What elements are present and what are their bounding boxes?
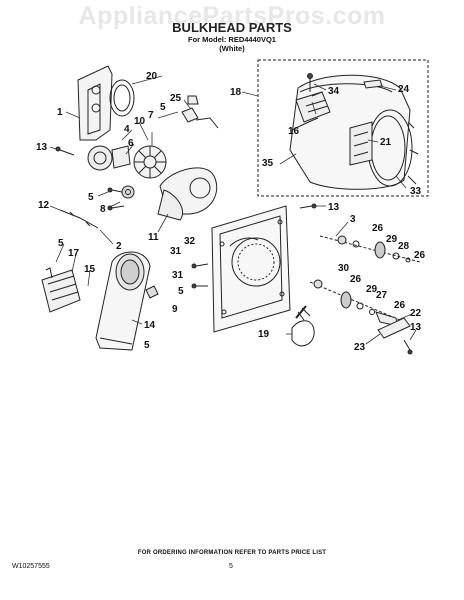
callout-31b: 31 (172, 270, 184, 281)
callout-17: 17 (68, 248, 80, 259)
drum-clip (363, 79, 383, 89)
callout-26c: 26 (350, 274, 362, 285)
callout-10: 10 (134, 116, 146, 127)
callout-18: 18 (230, 87, 242, 98)
callout-28: 28 (398, 241, 410, 252)
callout-33: 33 (410, 186, 422, 197)
front-bulkhead-panel (77, 65, 113, 141)
watermark: AppliancePartsPros.com (78, 2, 386, 30)
color-line: (White) (219, 44, 245, 53)
callout-8: 8 (100, 204, 106, 215)
callout-3: 3 (350, 214, 356, 225)
callout-20: 20 (146, 71, 158, 82)
callout-16: 16 (288, 126, 300, 137)
callout-5e: 5 (144, 340, 150, 351)
bulkhead-screws (191, 203, 317, 289)
drum-group-box (257, 59, 429, 197)
lint-duct-clips (181, 95, 219, 129)
callout-11: 11 (148, 232, 159, 243)
blower-seal (87, 145, 131, 171)
callout-15: 15 (84, 264, 96, 275)
page-number: 5 (229, 563, 233, 570)
callout-27: 27 (376, 290, 388, 301)
drum (289, 74, 419, 190)
callout-29a: 29 (386, 234, 398, 245)
callout-5b: 5 (88, 192, 94, 203)
roller-assembly-lower (309, 279, 401, 327)
callout-34: 34 (328, 86, 340, 97)
callout-23: 23 (354, 342, 366, 353)
rear-bulkhead (211, 205, 291, 333)
support-bracket (377, 317, 413, 355)
callout-5a: 5 (160, 102, 166, 113)
callout-9: 9 (172, 304, 178, 315)
callout-21: 21 (380, 137, 392, 148)
callout-13a: 13 (36, 142, 48, 153)
blower-housing (157, 167, 218, 221)
callout-5d: 5 (178, 286, 184, 297)
callout-labels: 1 2 3 4 5 5 5 5 5 6 7 8 9 10 11 12 13 13… (36, 71, 426, 353)
thermal-fuse-harness (291, 305, 315, 347)
roller-assembly-upper (319, 235, 421, 263)
callout-19: 19 (258, 329, 270, 340)
leader-lines (49, 75, 417, 345)
door-seal-gasket (109, 79, 135, 117)
drum-screw (307, 73, 313, 92)
thermostat (121, 185, 135, 199)
callout-22: 22 (410, 308, 422, 319)
callout-13b: 13 (328, 202, 340, 213)
ordering-note: FOR ORDERING INFORMATION REFER TO PARTS … (137, 550, 327, 556)
callout-5c: 5 (58, 238, 64, 249)
callout-2: 2 (116, 241, 122, 252)
small-screws-left (55, 146, 125, 211)
callout-4: 4 (124, 124, 130, 135)
callout-24: 24 (398, 84, 410, 95)
callout-31a: 31 (170, 246, 182, 257)
callout-26b: 26 (414, 250, 426, 261)
callout-25: 25 (170, 93, 182, 104)
callout-26d: 26 (394, 300, 406, 311)
callout-14: 14 (144, 320, 156, 331)
callout-30: 30 (338, 263, 350, 274)
callout-29b: 29 (366, 284, 378, 295)
callout-1: 1 (57, 107, 63, 118)
exhaust-duct (95, 251, 151, 351)
model-info: For Model: RED4440VQ1 (White) (0, 35, 464, 53)
callout-6: 6 (128, 138, 134, 149)
hose-clamp (59, 209, 99, 229)
page-title: BULKHEAD PARTS (172, 20, 292, 35)
callout-35: 35 (262, 158, 274, 169)
callout-7: 7 (148, 110, 154, 121)
callout-26a: 26 (372, 223, 384, 234)
blower-wheel (133, 145, 167, 179)
duct-clip (145, 285, 159, 299)
lint-filter (41, 267, 81, 313)
document-number: W10257555 (12, 563, 50, 570)
callout-12: 12 (38, 200, 50, 211)
callout-32: 32 (184, 236, 196, 247)
callout-13c: 13 (410, 322, 422, 333)
model-line: For Model: RED4440VQ1 (188, 35, 276, 44)
